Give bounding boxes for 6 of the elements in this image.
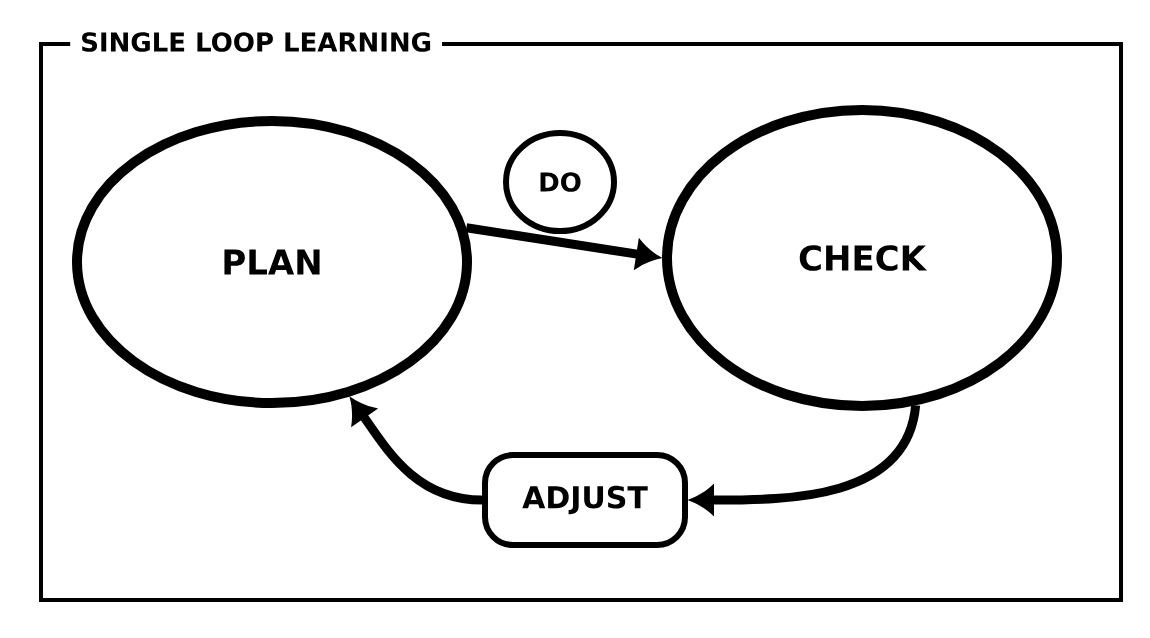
rounded-box: ADJUST	[482, 452, 688, 548]
circle-node: PLAN	[72, 116, 472, 408]
circle-node: CHECK	[662, 105, 1062, 411]
circle-node: DO	[503, 130, 617, 234]
arrow	[691, 404, 921, 514]
frame-heading: SINGLE LOOP LEARNING	[70, 22, 443, 62]
